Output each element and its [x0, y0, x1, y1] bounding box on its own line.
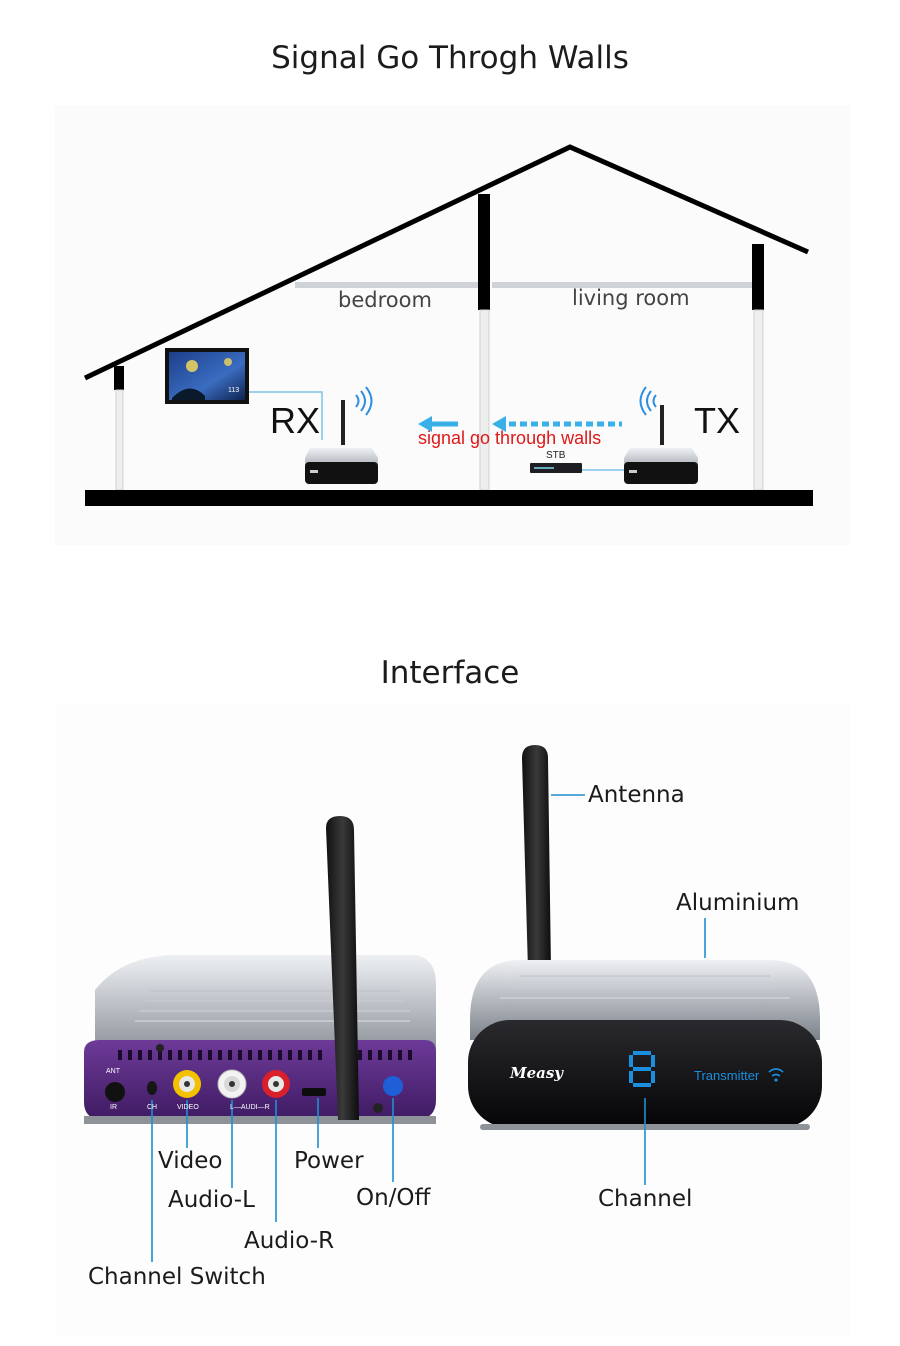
audio-r-port	[262, 1070, 290, 1098]
callout-aluminium: Aluminium	[676, 890, 800, 916]
room-label-living-room: living room	[572, 286, 690, 310]
section-title-interface: Interface	[380, 655, 520, 691]
power-port	[302, 1088, 326, 1096]
tx-device-icon	[624, 405, 698, 484]
transmitter-front-illustration	[468, 745, 822, 1130]
callout-video: Video	[158, 1148, 223, 1174]
rx-label: RX	[270, 400, 321, 441]
callout-antenna: Antenna	[588, 782, 685, 808]
callout-channel: Channel	[598, 1186, 693, 1212]
signal-arrow-icon	[418, 416, 622, 432]
panel-label-ir: IR	[110, 1104, 117, 1111]
floor	[85, 490, 813, 506]
callout-audio-r: Audio-R	[244, 1228, 335, 1254]
rx-antenna	[326, 816, 359, 1120]
on-off-button	[383, 1076, 403, 1096]
stb-icon	[530, 463, 582, 473]
stb-label: STB	[546, 450, 566, 461]
channel-switch-port	[147, 1081, 157, 1095]
callout-channel-switch: Channel Switch	[88, 1264, 266, 1290]
video-port	[173, 1070, 201, 1098]
tv-screen-number: 113	[228, 387, 239, 394]
panel-label-ant: ANT	[106, 1068, 120, 1075]
section-title-signal: Signal Go Throgh Walls	[271, 40, 629, 76]
transmitter-wifi-icon	[768, 1068, 784, 1077]
callout-on-off: On/Off	[356, 1185, 431, 1211]
signal-text: signal go through walls	[418, 428, 602, 448]
house-diagram: 113	[55, 105, 850, 545]
tx-label: TX	[694, 400, 741, 441]
rx-device-icon	[305, 400, 378, 484]
panel-label-video: VIDEO	[177, 1104, 199, 1111]
tv-icon	[165, 348, 249, 404]
channel-digit-display	[629, 1051, 655, 1087]
ir-port	[105, 1082, 125, 1102]
audio-l-port	[217, 1069, 247, 1099]
rx-wifi-icon	[355, 386, 373, 416]
callout-power: Power	[294, 1148, 364, 1174]
callout-audio-l: Audio-L	[168, 1187, 255, 1213]
device-label-transmitter: Transmitter	[694, 1068, 760, 1083]
callout-lines	[151, 794, 706, 1262]
tx-antenna	[522, 745, 551, 970]
tx-wifi-icon	[639, 386, 657, 416]
roof-line	[83, 144, 810, 381]
brand-logo: Measy	[510, 1064, 564, 1082]
room-label-bedroom: bedroom	[338, 288, 432, 312]
panel-label-audio: L—AUDI—R	[230, 1104, 270, 1111]
panel-label-ch: CH	[147, 1104, 158, 1111]
